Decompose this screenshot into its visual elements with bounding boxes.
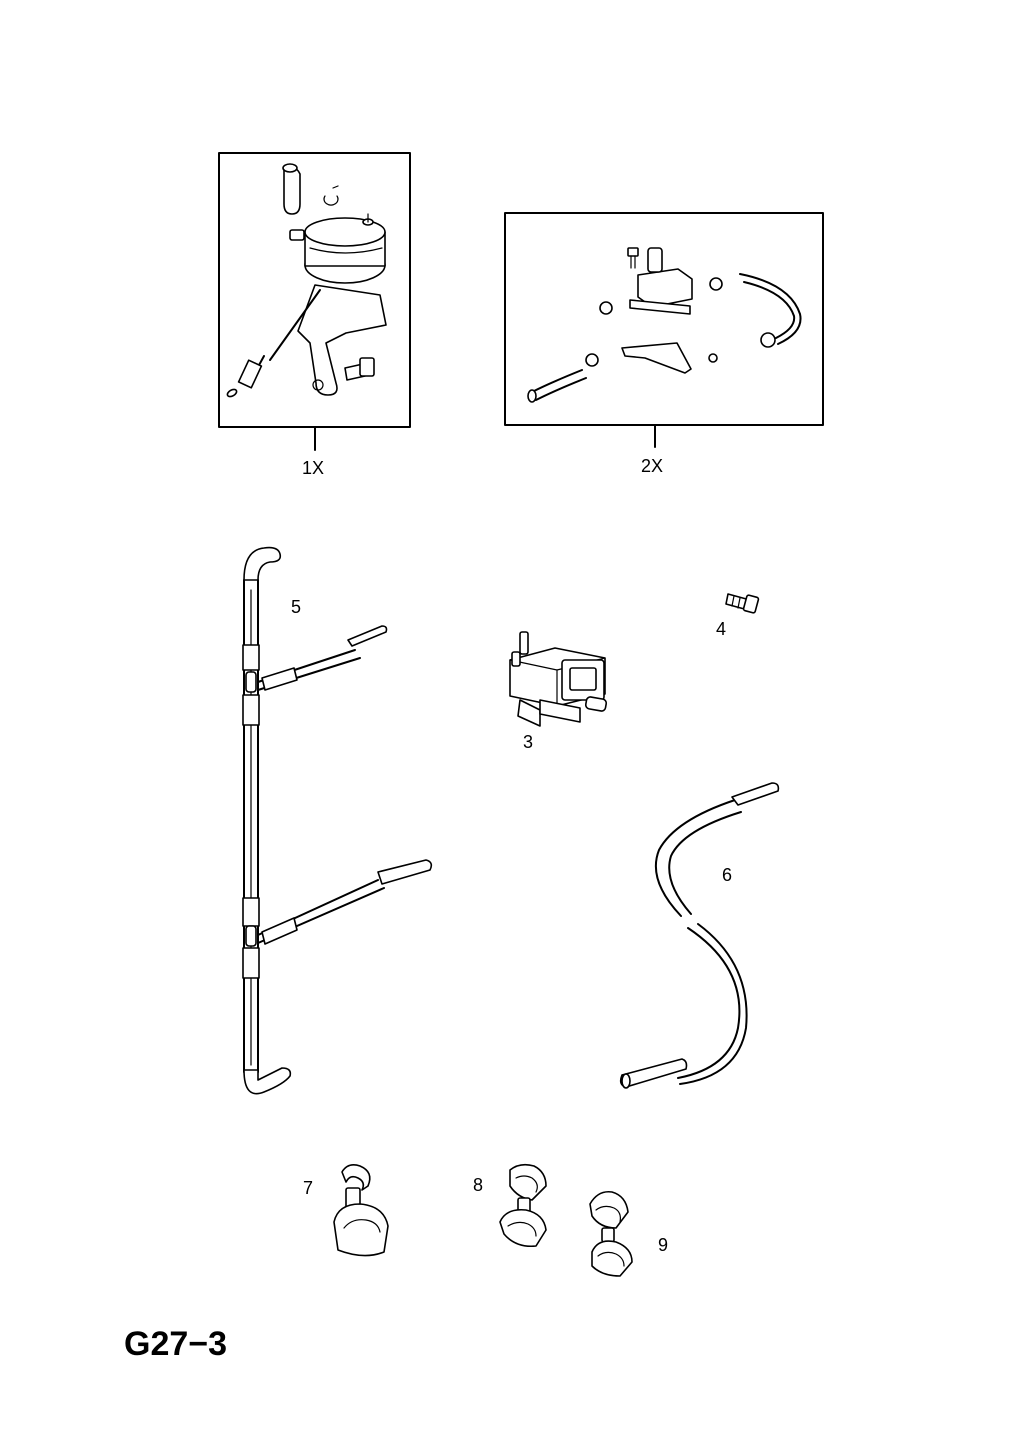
part-8-callout: 8: [473, 1175, 484, 1195]
part-4-callout: 4: [716, 619, 727, 639]
solenoid-valve-illustration: [509, 631, 608, 727]
page-code: G27−3: [124, 1325, 228, 1363]
hose-clip-7-illustration: [333, 1164, 389, 1257]
hose-clip-9-illustration: [589, 1190, 633, 1277]
curved-vacuum-hose-illustration: [619, 782, 780, 1089]
kit-1-callout: 1X: [302, 458, 325, 478]
part-3-callout: 3: [523, 732, 534, 752]
part-9-callout: 9: [658, 1235, 669, 1255]
hose-clip-8-illustration: [499, 1163, 547, 1248]
part-5-callout: 5: [291, 597, 302, 617]
wastegate-actuator-illustration: [226, 163, 387, 398]
kit-1-frame: [218, 152, 411, 451]
part-6-callout: 6: [722, 865, 733, 885]
vacuum-hose-harness-illustration: [242, 546, 433, 1095]
part-7-callout: 7: [303, 1178, 314, 1198]
bolt-illustration: [725, 593, 760, 614]
kit-2-frame: [504, 212, 824, 448]
solenoid-valve-kit-illustration: [527, 247, 802, 403]
kit-2-callout: 2X: [641, 456, 664, 476]
